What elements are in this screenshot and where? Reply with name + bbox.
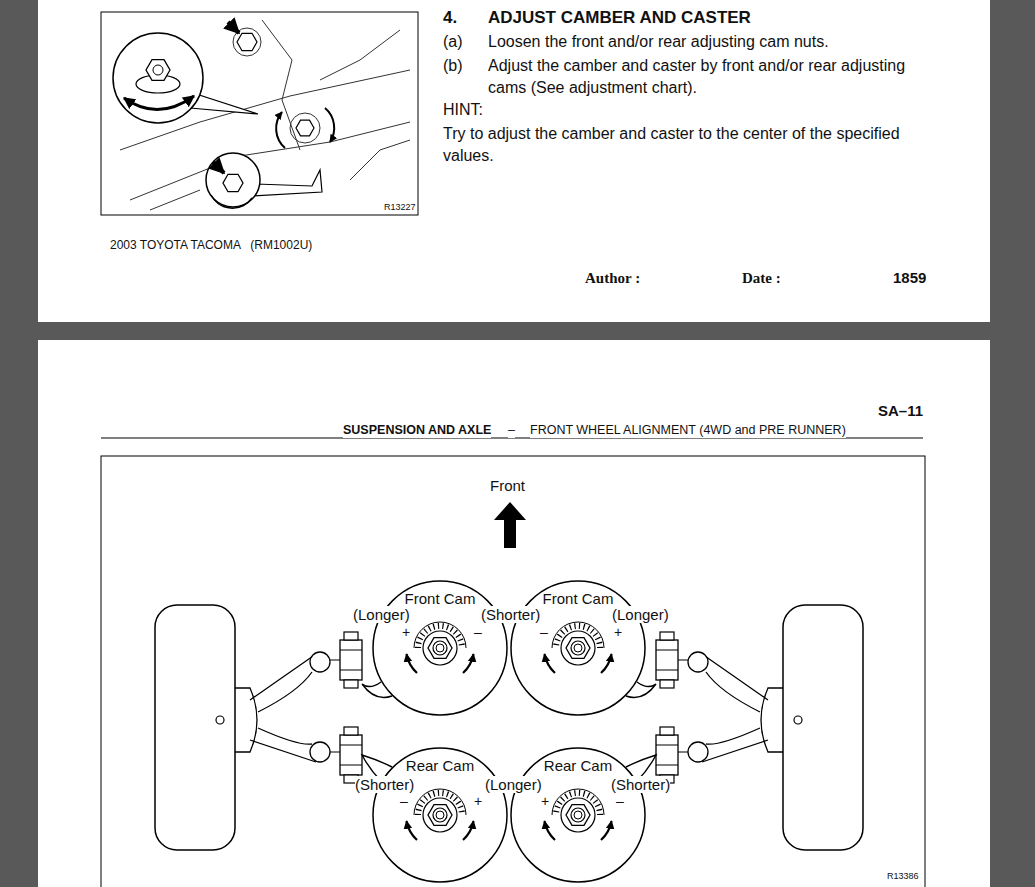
cam-name: Rear Cam: [372, 757, 508, 774]
sign-mark: +: [474, 793, 482, 809]
sign-mark: +: [402, 624, 410, 640]
sign-mark: +: [614, 624, 622, 640]
section-heading: ADJUST CAMBER AND CASTER: [488, 8, 751, 28]
page-number: 1859: [893, 269, 926, 287]
length-label: (Shorter): [611, 776, 670, 793]
cam-name: Front Cam: [372, 590, 508, 607]
sign-mark: –: [540, 624, 548, 640]
step-number: 4.: [443, 8, 457, 28]
figure-code: R13227: [384, 202, 416, 213]
hint-heading: HINT:: [443, 99, 483, 121]
length-label: (Longer): [353, 606, 410, 623]
length-label: (Longer): [485, 776, 542, 793]
instruction-text: Adjust the camber and caster by front an…: [488, 55, 930, 99]
figure-code: R13386: [887, 871, 919, 882]
cam-name: Rear Cam: [510, 757, 646, 774]
length-label: (Shorter): [355, 776, 414, 793]
length-label: (Longer): [612, 606, 669, 623]
sign-mark: +: [541, 793, 549, 809]
instruction-text: Loosen the front and/or rear adjusting c…: [488, 31, 829, 53]
sign-mark: –: [474, 624, 482, 640]
length-label: (Shorter): [481, 606, 540, 623]
hint-text: Try to adjust the camber and caster to t…: [443, 123, 933, 167]
section-title: FRONT WHEEL ALIGNMENT (4WD and PRE RUNNE…: [530, 423, 846, 438]
cam-callout-circle: Rear Cam: [510, 747, 646, 883]
cam-callout-circle: Front Cam: [510, 580, 646, 716]
chapter-title: SUSPENSION AND AXLE: [343, 423, 491, 438]
separator-dash: –: [508, 423, 515, 438]
sign-mark: –: [616, 793, 624, 809]
cam-callout-circle: Front Cam: [372, 580, 508, 716]
cam-name: Front Cam: [510, 590, 646, 607]
section-code: SA–11: [878, 402, 923, 420]
sign-mark: –: [400, 793, 408, 809]
item-letter: (b): [443, 55, 463, 77]
cam-callout-circle: Rear Cam: [372, 747, 508, 883]
item-letter: (a): [443, 31, 463, 53]
direction-label: Front: [490, 477, 525, 495]
manual-reference: 2003 TOYOTA TACOMA (RM1002U): [110, 238, 312, 252]
footer-field: Author :: [585, 269, 640, 287]
footer-field: Date :: [742, 269, 781, 287]
